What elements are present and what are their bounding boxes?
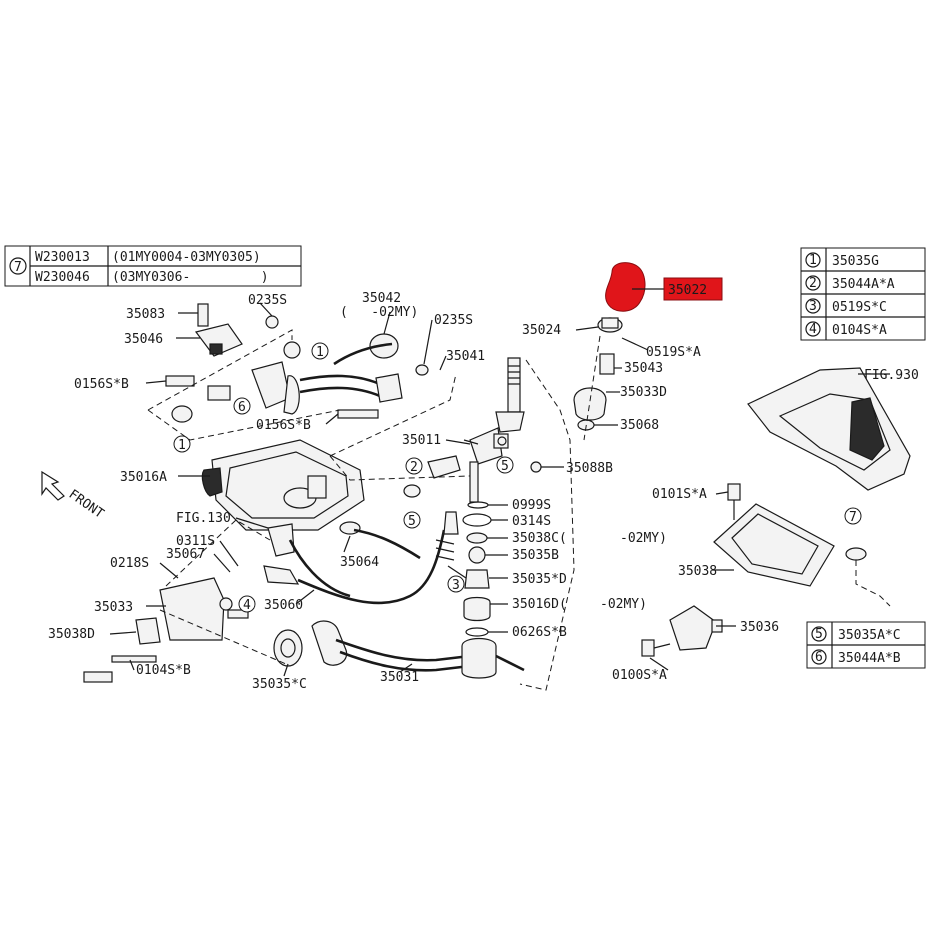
label-0519s-a: 0519S*A <box>646 345 701 360</box>
label-0218s: 0218S <box>110 556 149 571</box>
label-0101s: 0101S*A <box>652 487 707 502</box>
label-0235s-b: 0235S <box>434 313 473 328</box>
label-02my-a: ( -02MY) <box>340 305 418 320</box>
legend-5-6-table: 5 6 35035A*C 35044A*B <box>806 621 926 669</box>
legend-num-4: 4 <box>809 322 817 337</box>
shift-cable-35060 <box>83 511 459 683</box>
bracket-35038 <box>712 483 835 587</box>
legend-part-4: 0104S*A <box>832 323 887 338</box>
diagram-callouts: 1 1 6 2 5 5 4 3 7 <box>173 342 862 613</box>
label-35042: 35042 <box>362 291 401 306</box>
mount-35036 <box>641 547 867 657</box>
callout-5a: 5 <box>501 459 509 474</box>
label-0311s: 0311S <box>176 534 215 549</box>
label-35033: 35033 <box>94 600 133 615</box>
label-35038c: 35038C( <box>512 531 567 546</box>
label-0100s: 0100S*A <box>612 668 667 683</box>
legend-7-row2-range: (03MY0306- ) <box>112 270 269 285</box>
legend-num-6: 6 <box>815 650 823 665</box>
label-35041: 35041 <box>446 349 485 364</box>
label-35011: 35011 <box>402 433 441 448</box>
callout-7: 7 <box>849 510 857 525</box>
label-0156s-a: 0156S*B <box>74 377 129 392</box>
legend-part-6: 35044A*B <box>838 651 901 666</box>
label-fig130: FIG.130 <box>176 511 231 526</box>
label-35036: 35036 <box>740 620 779 635</box>
label-fig930: FIG.930 <box>864 368 919 383</box>
label-35060: 35060 <box>264 598 303 613</box>
callout-6: 6 <box>238 400 246 415</box>
legend-part-1: 35035G <box>832 254 879 269</box>
legend-7-row2-code: W230046 <box>35 270 90 285</box>
center-bushing-column <box>447 501 508 637</box>
label-35035b: 35035B <box>512 548 559 563</box>
label-35024: 35024 <box>522 323 561 338</box>
legend-num-2: 2 <box>809 276 817 291</box>
shifter-housing-35016a <box>201 439 365 535</box>
shift-lever-35011 <box>403 357 564 503</box>
callout-2: 2 <box>410 460 418 475</box>
label-35046: 35046 <box>124 332 163 347</box>
highlight-part-label: 35022 <box>668 283 707 298</box>
upper-linkage <box>165 303 429 423</box>
label-35016a: 35016A <box>120 470 167 485</box>
console-fig930 <box>747 367 911 491</box>
legend-num-1: 1 <box>809 253 817 268</box>
legend-7-number: 7 <box>14 260 22 275</box>
legend-num-3: 3 <box>809 299 817 314</box>
legend-part-5: 35035A*C <box>838 628 901 643</box>
highlight-part-label-box <box>663 277 723 301</box>
label-35064: 35064 <box>340 555 379 570</box>
label-35031: 35031 <box>380 670 419 685</box>
label-35035d: 35035*D <box>512 572 567 587</box>
part-labels: 35083 0235S 35042 ( -02MY) 0235S 35046 3… <box>48 291 919 692</box>
legend-part-2: 35044A*A <box>832 277 895 292</box>
shift-rod-35031 <box>273 620 525 679</box>
shift-knob-body <box>605 262 646 312</box>
label-02my-b: -02MY) <box>620 531 667 546</box>
callout-3: 3 <box>452 578 460 593</box>
label-0314s: 0314S <box>512 514 551 529</box>
front-label: FRONT <box>66 487 107 522</box>
legend-7-row1-code: W230013 <box>35 250 90 265</box>
label-0235s-a: 0235S <box>248 293 287 308</box>
label-0104s-b: 0104S*B <box>136 663 191 678</box>
legend-7-row1-range: (01MY0004-03MY0305) <box>112 250 261 265</box>
label-02my-c: -02MY) <box>600 597 647 612</box>
label-0156s-b: 0156S*B <box>256 418 311 433</box>
callout-1a: 1 <box>316 345 324 360</box>
label-35043: 35043 <box>624 361 663 376</box>
shifter-stack <box>573 317 649 431</box>
label-35038d: 35038D <box>48 627 95 642</box>
label-35083: 35083 <box>126 307 165 322</box>
front-arrow: FRONT <box>41 470 107 522</box>
label-35038: 35038 <box>678 564 717 579</box>
legend-num-5: 5 <box>815 627 823 642</box>
label-35088b: 35088B <box>566 461 613 476</box>
dashed-guides <box>147 329 891 691</box>
legend-part-3: 0519S*C <box>832 300 887 315</box>
callout-4: 4 <box>243 598 251 613</box>
label-35068: 35068 <box>620 418 659 433</box>
callout-5b: 5 <box>408 514 416 529</box>
label-0626s: 0626S*B <box>512 625 567 640</box>
callout-1b: 1 <box>178 438 186 453</box>
leader-lines <box>109 302 729 677</box>
label-35067: 35067 <box>166 547 205 562</box>
shift-knob-35022[interactable]: 35022 <box>605 262 723 312</box>
label-35033d: 35033D <box>620 385 667 400</box>
label-35016d: 35016D( <box>512 597 567 612</box>
legend-7-table: 7 W230013 (01MY0004-03MY0305) W230046 (0… <box>4 245 302 287</box>
label-0999s: 0999S <box>512 498 551 513</box>
legend-1-4-table: 1 2 3 4 35035G 35044A*A 0519S*C 0104S*A <box>800 247 926 341</box>
label-35035c: 35035*C <box>252 677 307 692</box>
